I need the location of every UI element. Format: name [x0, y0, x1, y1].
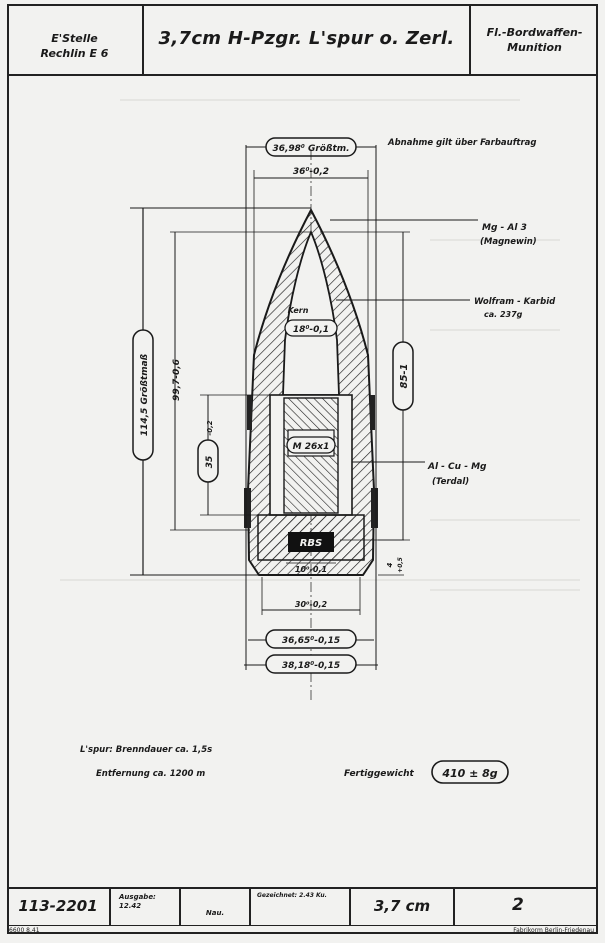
footer-print-line: 6600 8.41 Fabrikorm Berlin-Friedenau [7, 925, 598, 936]
alcumg-label: Al - Cu - Mg [427, 462, 487, 472]
terdal-label: (Terdal) [432, 477, 469, 487]
bourrelet-right [370, 395, 375, 430]
printer-name: Fabrikorm Berlin-Friedenau [513, 927, 594, 934]
band-diameter2-dim: 38,18⁰-0,15 [282, 661, 340, 671]
weight-oval [431, 760, 509, 784]
base-inner-dim: 10⁰-0,1 [295, 565, 327, 574]
sheet-frame [7, 4, 598, 934]
mg-label: Mg - Al 3 [482, 223, 527, 233]
sheet-number: 2 [512, 895, 524, 915]
driving-band-right [371, 488, 378, 528]
right-small-dim1: 4 [386, 562, 394, 567]
wolfram-mass-label: ca. 237g [484, 310, 523, 319]
note-top: Abnahme gilt über Farbauftrag [387, 138, 536, 148]
tracer-range-note: Entfernung ca. 1200 m [96, 769, 205, 779]
gezeichnet-label: Gezeichnet: 2.43 Ku. [251, 889, 351, 925]
base-diameter-dim: 30⁰-0,2 [295, 600, 328, 609]
faint-background-lines [60, 99, 580, 591]
category-line2: Munition [507, 41, 562, 54]
nau-label: Nau. [181, 889, 251, 925]
category-cell: Fl.-Bordwaffen- Munition [471, 4, 598, 74]
base-depth-tol: -0,2 [206, 420, 214, 435]
title-block-header: E'Stelle Rechlin E 6 3,7cm H-Pzgr. L'spu… [7, 4, 598, 76]
tracer-cavity [288, 532, 334, 552]
origin-line1: E'Stelle [51, 32, 98, 45]
wolfram-label: Wolfram - Karbid [474, 297, 556, 307]
thread-dim: M 26x1 [293, 442, 330, 452]
caliber-value: 3,7 cm [351, 889, 455, 925]
drawing-number: 113-2201 [7, 889, 111, 925]
core-diameter-dim: 18⁰-0,1 [293, 325, 329, 335]
bourrelet-left [247, 395, 252, 430]
nose-diameter-dim: 36⁰-0,2 [293, 167, 329, 177]
band-diameter1-dim: 36,65⁰-0,15 [282, 636, 340, 646]
weight-value: 410 ± 8g [441, 767, 497, 780]
title-block-footer: 113-2201 Ausgabe: 12.42 Nau. Gezeichnet:… [7, 887, 598, 934]
ausgabe-label: Ausgabe: [119, 893, 156, 901]
overall-length-dim: 114,5 Größtmaß [140, 354, 150, 436]
title-cell: 3,7cm H-Pzgr. L'spur o. Zerl. [144, 4, 471, 74]
ausgabe-value: 12.42 [119, 902, 142, 910]
tracer-burn-note: L'spur: Brenndauer ca. 1,5s [80, 745, 212, 755]
drawing-title: 3,7cm H-Pzgr. L'spur o. Zerl. [158, 28, 455, 49]
right-small-dim2: +0,5 [397, 557, 404, 573]
base-depth-dim: 35 [205, 456, 215, 469]
ausgabe-cell: Ausgabe: 12.42 [111, 889, 181, 925]
kern-label: Kern [288, 306, 309, 315]
origin-cell: E'Stelle Rechlin E 6 [7, 4, 144, 74]
tracer-label: RBS [300, 538, 323, 549]
driving-band-left [244, 488, 251, 528]
weight-label: Fertiggewicht [344, 769, 415, 779]
origin-line2: Rechlin E 6 [40, 47, 109, 60]
max-diameter-dim: 36,98⁰ Größtm. [272, 144, 349, 154]
core-length-dim: 85-1 [399, 363, 410, 388]
magnewin-label: (Magnewin) [480, 237, 537, 247]
print-code: 6600 8.41 [9, 927, 40, 934]
body-length-dim: 99,7-0,6 [172, 359, 182, 401]
category-line1: Fl.-Bordwaffen- [486, 26, 583, 39]
